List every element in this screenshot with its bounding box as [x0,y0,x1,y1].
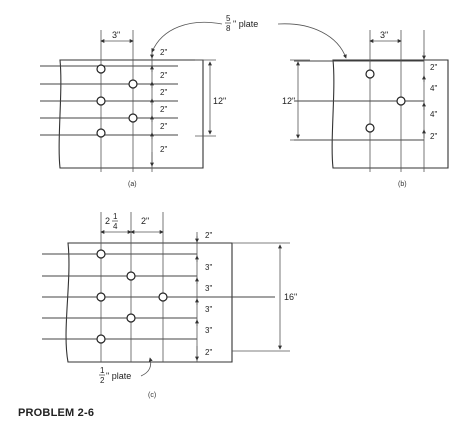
bolt-hole [365,123,375,133]
dim-b-s2: 4" [430,84,437,93]
dim-c-s6: 2" [205,348,212,357]
dim-c-s2: 3" [205,263,212,272]
callout-frac-den: 8 [226,24,231,33]
diagram-a: 3" 2" 2" 2" 2" 2" 2" 12" (a) [40,30,226,188]
dim-a-s4: 2" [160,105,167,114]
bolt-hole [396,96,406,106]
dim-a-s5: 2" [160,122,167,131]
dim-c-total: 16" [284,292,297,302]
callout-frac-num: 5 [226,14,231,23]
plate-callout: 5 8 " plate [151,14,347,59]
dim-a-s1: 2" [160,48,167,57]
dim-c-second: 2" [141,216,149,226]
dim-b-s4: 2" [430,132,437,141]
bolt-hole [96,292,106,302]
diagram-c: 2 1 4 2" 2" 3" 3" 3" 3" 2" 16" 1 2 " pla… [42,212,297,399]
dim-c-top-den: 4 [113,222,118,231]
caption-a: (a) [128,181,137,188]
bolt-hole [128,79,138,89]
dim-c-s4: 3" [205,305,212,314]
plate-c-frac-den: 2 [100,376,105,385]
bolt-hole [96,334,106,344]
problem-label: PROBLEM 2-6 [18,407,95,419]
bolt-hole [96,249,106,259]
leader-arrow [140,357,153,377]
dim-b-s3: 4" [430,110,437,119]
dim-c-s3: 3" [205,284,212,293]
bolt-hole [126,313,136,323]
dim-b-total: 12" [282,96,295,106]
bolt-hole [365,69,375,79]
dim-c-s1: 2" [205,231,212,240]
bolt-hole [96,64,106,74]
plate-a-outline [58,59,204,169]
bolt-hole [158,292,168,302]
callout-unit: " plate [233,19,258,29]
bolt-hole [96,128,106,138]
bolt-hole [96,96,106,106]
leader-arrow [151,21,223,53]
caption-c: (c) [148,392,156,399]
plate-c-frac-num: 1 [100,366,105,375]
dim-b-s1: 2" [430,63,437,72]
plate-c-unit: " plate [106,371,131,381]
dim-c-s5: 3" [205,326,212,335]
dim-b-top: 3" [380,30,388,40]
bolt-hole [126,271,136,281]
dim-c-top-num: 1 [113,212,118,221]
plate-b-outline [331,59,449,169]
dim-c-top-whole: 2 [105,216,110,226]
dim-a-s2: 2" [160,71,167,80]
plate-c-outline [65,242,233,363]
dim-a-s3: 2" [160,88,167,97]
caption-b: (b) [398,181,407,188]
bolt-hole [128,113,138,123]
leader-arrow [277,23,347,59]
diagram-b: 3" 2" 4" 4" 2" 12" (b) [282,30,449,188]
dim-a-top: 3" [112,30,120,40]
dim-a-s6: 2" [160,145,167,154]
dim-a-total: 12" [213,96,226,106]
